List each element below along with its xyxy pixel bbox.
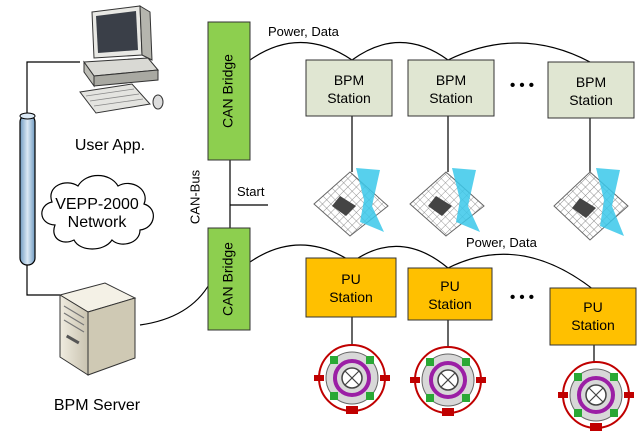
network-label-line2: Network bbox=[68, 214, 128, 231]
can-bridge-top: CAN Bridge bbox=[207, 21, 251, 161]
can-bus-label: CAN-Bus bbox=[187, 169, 202, 224]
pu-pickup-ring-1 bbox=[314, 344, 390, 414]
user-app-label: User App. bbox=[75, 137, 145, 154]
bpm-station-1: BPM Station bbox=[305, 59, 393, 117]
ellipsis-bottom: • • • bbox=[510, 289, 534, 306]
computer-icon: User App. bbox=[75, 5, 164, 154]
bpm-station-1-line2: Station bbox=[327, 90, 371, 106]
bpm-station-3-line1: BPM bbox=[576, 74, 606, 90]
bpm-pickup-mesh-2 bbox=[409, 168, 485, 237]
pu-station-2: PU Station bbox=[407, 267, 493, 321]
network-cloud: VEPP-2000 Network bbox=[41, 174, 154, 250]
start-label: Start bbox=[237, 184, 265, 199]
pu-pickup-ring-3 bbox=[558, 361, 634, 431]
bpm-station-2-line2: Station bbox=[429, 90, 473, 106]
connection-lines bbox=[26, 42, 595, 365]
bpm-server-label: BPM Server bbox=[54, 397, 141, 414]
network-pipe bbox=[19, 112, 36, 266]
pu-pickup-ring-2 bbox=[410, 346, 486, 416]
can-bridge-bottom: CAN Bridge bbox=[207, 227, 251, 331]
ellipsis-top: • • • bbox=[510, 77, 534, 94]
pu-station-3-line2: Station bbox=[571, 317, 615, 333]
pu-station-2-line1: PU bbox=[440, 278, 459, 294]
pu-station-1-line2: Station bbox=[329, 289, 373, 305]
bpm-station-3-line2: Station bbox=[569, 92, 613, 108]
can-bridge-bottom-label: CAN Bridge bbox=[220, 242, 236, 316]
bpm-station-3: BPM Station bbox=[547, 61, 635, 119]
bpm-pickup-mesh-3 bbox=[553, 168, 629, 241]
power-data-bus-bottom bbox=[249, 244, 595, 291]
pu-station-3-line1: PU bbox=[583, 299, 602, 315]
bpm-station-1-line1: BPM bbox=[334, 72, 364, 88]
bpm-station-2-line1: BPM bbox=[436, 72, 466, 88]
pu-station-1: PU Station bbox=[305, 257, 397, 318]
power-data-top-label: Power, Data bbox=[268, 24, 340, 39]
network-label-line1: VEPP-2000 bbox=[55, 196, 139, 213]
server-bridge-link bbox=[139, 282, 211, 326]
bpm-station-2: BPM Station bbox=[407, 59, 495, 117]
pu-station-2-line2: Station bbox=[428, 296, 472, 312]
bpm-pickup-mesh-1 bbox=[313, 168, 389, 237]
pu-station-1-line1: PU bbox=[341, 271, 360, 287]
server-icon: BPM Server bbox=[54, 282, 141, 414]
power-data-bus-top bbox=[249, 42, 591, 63]
pu-station-3: PU Station bbox=[549, 287, 637, 346]
can-bridge-top-label: CAN Bridge bbox=[220, 54, 236, 128]
power-data-bottom-label: Power, Data bbox=[466, 235, 538, 250]
